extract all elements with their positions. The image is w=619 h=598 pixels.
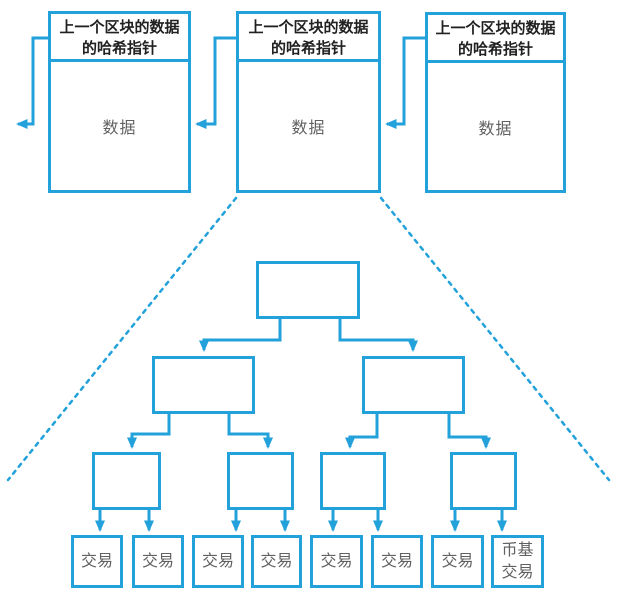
merkle-leaf-transaction-3: 交易 (192, 535, 244, 588)
block-1-header-line1: 上一个区块的数据 (59, 19, 180, 36)
hash-pointer-arrow-block3 (385, 36, 426, 129)
root-to-right-branch-arrow (338, 318, 418, 352)
merkle-leaf-transaction-4: 交易 (251, 535, 302, 588)
hash-pointer-arrows (16, 36, 426, 129)
dashed-expansion-line-left (6, 196, 238, 482)
branch2-to-node4-arrow (447, 412, 491, 449)
block-2-data-label: 数据 (291, 120, 326, 137)
merkle-leaf-transaction-2: 交易 (132, 535, 184, 588)
merkle-tree-connectors (95, 318, 507, 532)
block-3-data-label: 数据 (478, 120, 513, 138)
block-3-header-line2: 的哈希指针 (457, 41, 533, 58)
branch1-to-node1-arrow (127, 412, 171, 449)
block-2: 上一个区块的数据 的哈希指针 数据 (236, 11, 381, 193)
merkle-leaf-transaction-7: 交易 (431, 535, 484, 588)
block-1-header-line2: 的哈希指针 (81, 40, 157, 57)
merkle-root-node (256, 261, 360, 319)
dashed-expansion-lines (6, 196, 611, 482)
merkle-leaf-transaction-6: 交易 (371, 535, 423, 588)
block-2-header-line1: 上一个区块的数据 (248, 19, 369, 36)
merkle-branch-node-right (362, 356, 465, 414)
branch1-to-node2-arrow (227, 412, 273, 449)
block-1: 上一个区块的数据 的哈希指针 数据 (48, 11, 191, 193)
block-2-prev-hash-header: 上一个区块的数据 的哈希指针 (239, 14, 378, 62)
merkle-node-4 (450, 452, 517, 510)
block-1-data-label: 数据 (102, 120, 137, 137)
block-3-header-line1: 上一个区块的数据 (435, 20, 556, 37)
block-2-header-line2: 的哈希指针 (270, 40, 346, 57)
hash-pointer-arrow-block2 (195, 36, 237, 129)
hash-pointer-arrow-block1 (16, 36, 49, 129)
merkle-node-3 (320, 452, 386, 510)
merkle-node-2 (227, 452, 294, 510)
merkle-node-1 (92, 452, 161, 510)
merkle-leaf-coinbase-transaction: 币基交易 (491, 535, 544, 588)
block-3: 上一个区块的数据 的哈希指针 数据 (425, 12, 566, 193)
dashed-expansion-line-right (379, 196, 611, 482)
block-3-prev-hash-header: 上一个区块的数据 的哈希指针 (428, 15, 563, 63)
branch2-to-node3-arrow (345, 412, 379, 449)
block-1-prev-hash-header: 上一个区块的数据 的哈希指针 (51, 14, 188, 62)
merkle-leaf-transaction-5: 交易 (310, 535, 363, 588)
root-to-left-branch-arrow (199, 318, 282, 352)
merkle-leaf-transaction-1: 交易 (71, 535, 123, 588)
merkle-branch-node-left (152, 356, 255, 414)
